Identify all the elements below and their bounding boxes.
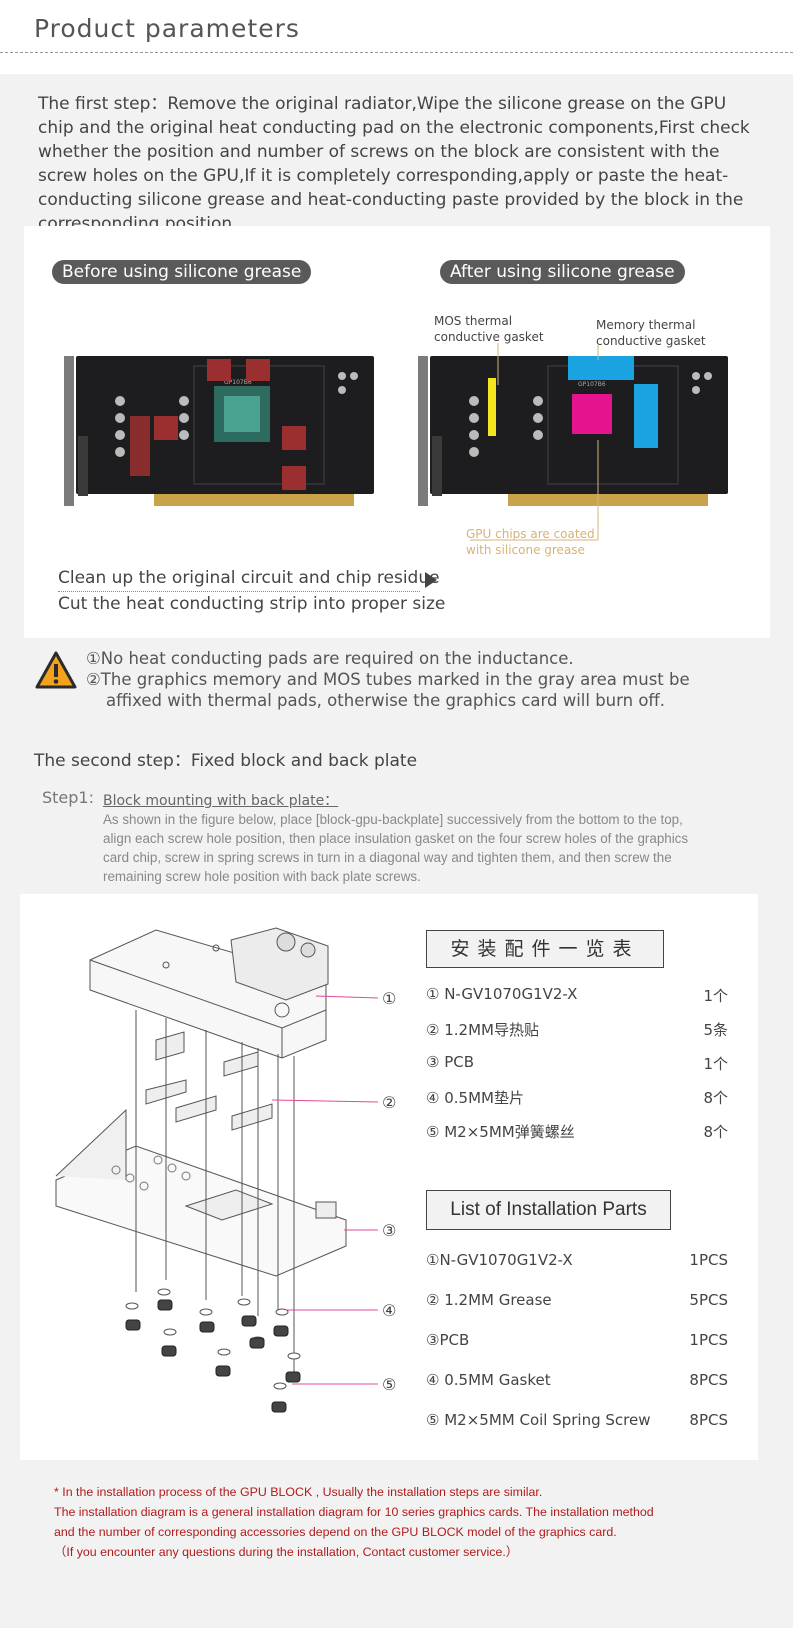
part-name: ③PCB — [426, 1331, 470, 1349]
part-qty: 1个 — [703, 1055, 728, 1073]
part-qty: 1个 — [703, 987, 728, 1005]
before-label: Before using silicone grease — [52, 260, 312, 284]
warning-text: ①No heat conducting pads are required on… — [86, 648, 776, 711]
part-name: ② 1.2MM Grease — [426, 1291, 552, 1309]
pcb-before-image: GP107B6 — [64, 356, 374, 506]
callout-3: ③ — [382, 1221, 396, 1240]
installation-notes: * In the installation process of the GPU… — [54, 1482, 754, 1562]
part-qty: 1PCS — [689, 1331, 728, 1349]
warning-line-3: affixed with thermal pads, otherwise the… — [106, 691, 666, 710]
part-qty: 5PCS — [689, 1291, 728, 1309]
first-step-text: The first step：Remove the original radia… — [38, 94, 750, 234]
parts-cn-row: ① N-GV1070G1V2-X 1个 — [426, 985, 728, 1005]
step1-description: As shown in the figure below, place [blo… — [103, 812, 689, 884]
part-name: ② 1.2MM导热贴 — [426, 1021, 539, 1039]
part-name: ①N-GV1070G1V2-X — [426, 1251, 573, 1269]
warning-triangle-icon — [35, 651, 77, 689]
gpu-grease — [572, 394, 612, 434]
step1-label: Step1: — [42, 788, 94, 807]
part-name: ③ PCB — [426, 1053, 475, 1071]
part-qty: 8PCS — [689, 1411, 728, 1429]
parts-cn-row: ⑤ M2×5MM弹簧螺丝 8个 — [426, 1121, 728, 1142]
note-line-1: * In the installation process of the GPU… — [54, 1485, 543, 1499]
parts-list-en-title: List of Installation Parts — [426, 1190, 671, 1230]
parts-en-row: ④ 0.5MM Gasket 8PCS — [426, 1371, 728, 1389]
page-title: Product parameters — [34, 14, 300, 43]
note-line-2: The installation diagram is a general in… — [54, 1505, 654, 1519]
play-arrow-icon — [425, 572, 437, 588]
mos-pad — [488, 378, 496, 436]
mos-label-2: conductive gasket — [434, 330, 544, 344]
caption-clean: Clean up the original circuit and chip r… — [58, 568, 440, 588]
warning-line-1: ①No heat conducting pads are required on… — [86, 649, 574, 668]
part-name: ④ 0.5MM Gasket — [426, 1371, 551, 1389]
part-name: ⑤ M2×5MM弹簧螺丝 — [426, 1123, 575, 1141]
part-qty: 8个 — [703, 1123, 728, 1141]
parts-en-row: ⑤ M2×5MM Coil Spring Screw 8PCS — [426, 1411, 728, 1429]
callout-4: ④ — [382, 1301, 396, 1320]
parts-en-row: ② 1.2MM Grease 5PCS — [426, 1291, 728, 1309]
memory-label-2: conductive gasket — [596, 334, 706, 348]
parts-cn-row: ② 1.2MM导热贴 5条 — [426, 1019, 728, 1040]
chip-text-after: GP107B6 — [578, 381, 606, 388]
parts-en-row: ③PCB 1PCS — [426, 1331, 728, 1349]
note-line-3: and the number of corresponding accessor… — [54, 1525, 617, 1539]
step1-subtitle: Block mounting with back plate： — [103, 793, 339, 809]
part-qty: 8PCS — [689, 1371, 728, 1389]
callout-2: ② — [382, 1093, 396, 1112]
part-name: ① N-GV1070G1V2-X — [426, 985, 578, 1003]
caption-cut: Cut the heat conducting strip into prope… — [58, 594, 446, 614]
part-name: ⑤ M2×5MM Coil Spring Screw — [426, 1411, 651, 1429]
part-qty: 5条 — [703, 1021, 728, 1039]
pcb-after-image: GP107B6 — [418, 356, 728, 506]
chip-text: GP107B6 — [224, 379, 252, 386]
caption-divider — [58, 591, 420, 592]
second-step-title: The second step：Fixed block and back pla… — [34, 751, 418, 771]
callout-1: ① — [382, 989, 396, 1008]
gpu-label-1: GPU chips are coated — [466, 527, 595, 541]
part-qty: 8个 — [703, 1089, 728, 1107]
exploded-diagram: ① ② ③ ④ ⑤ — [55, 927, 396, 1413]
title-divider — [0, 52, 793, 53]
parts-cn-row: ③ PCB 1个 — [426, 1053, 728, 1073]
parts-cn-row: ④ 0.5MM垫片 8个 — [426, 1087, 728, 1108]
part-qty: 1PCS — [689, 1251, 728, 1269]
callout-lines — [470, 343, 599, 541]
part-name: ④ 0.5MM垫片 — [426, 1089, 524, 1107]
parts-en-row: ①N-GV1070G1V2-X 1PCS — [426, 1251, 728, 1269]
parts-list-cn-title: 安装配件一览表 — [426, 930, 664, 968]
mos-label-1: MOS thermal — [434, 314, 513, 328]
note-line-4: （If you encounter any questions during t… — [54, 1545, 519, 1559]
warning-line-2: ②The graphics memory and MOS tubes marke… — [86, 670, 690, 689]
after-label: After using silicone grease — [440, 260, 685, 284]
callout-5: ⑤ — [382, 1375, 396, 1394]
memory-pad — [568, 356, 634, 380]
gpu-label-2: with silicone grease — [466, 543, 585, 557]
memory-label-1: Memory thermal — [596, 318, 696, 332]
